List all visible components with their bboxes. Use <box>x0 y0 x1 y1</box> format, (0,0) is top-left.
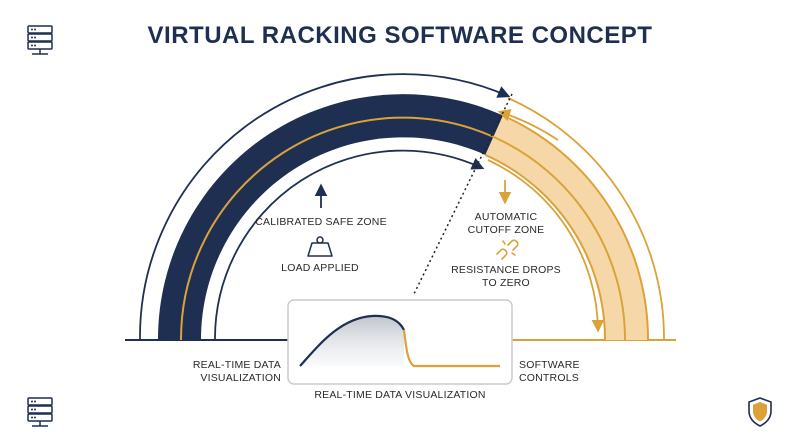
load-curve-fill <box>300 315 404 366</box>
cutoff-zone-band <box>485 115 649 340</box>
weight-icon <box>307 236 333 257</box>
software-controls-label: SOFTWARE CONTROLS <box>519 359 580 384</box>
cutoff-mid-outline <box>494 136 627 341</box>
load-curve <box>299 314 405 367</box>
load-applied-label: LOAD APPLIED <box>281 262 359 274</box>
shield-icon <box>748 397 772 427</box>
cutoff-zone-label: AUTOMATIC CUTOFF ZONE <box>467 211 545 236</box>
outer-arrow-arc <box>139 73 511 341</box>
safe-zone-label: CALIBRATED SAFE ZONE <box>255 216 387 228</box>
left-visualization-label: REAL-TIME DATA VISUALIZATION <box>192 359 281 384</box>
bottom-visualization-label: REAL-TIME DATA VISUALIZATION <box>314 389 486 401</box>
broken-link-icon <box>496 239 519 260</box>
server-rack-icon <box>27 25 53 55</box>
cutoff-inner-outline <box>484 153 607 341</box>
cutoff-outer-arc <box>507 97 665 341</box>
inner-arrow-arc <box>214 149 485 341</box>
server-rack-icon <box>27 397 53 427</box>
resistance-drop-curve <box>402 329 500 368</box>
resistance-drops-label: RESISTANCE DROPS TO ZERO <box>451 264 561 289</box>
gold-top-arrow <box>497 109 559 141</box>
cutoff-outer-outline <box>502 114 650 341</box>
safe-zone-midline <box>179 116 496 341</box>
page-title: VIRTUAL RACKING SOFTWARE CONCEPT <box>147 22 653 49</box>
safe-zone-band <box>157 94 503 340</box>
gold-side-arrow <box>487 159 605 333</box>
